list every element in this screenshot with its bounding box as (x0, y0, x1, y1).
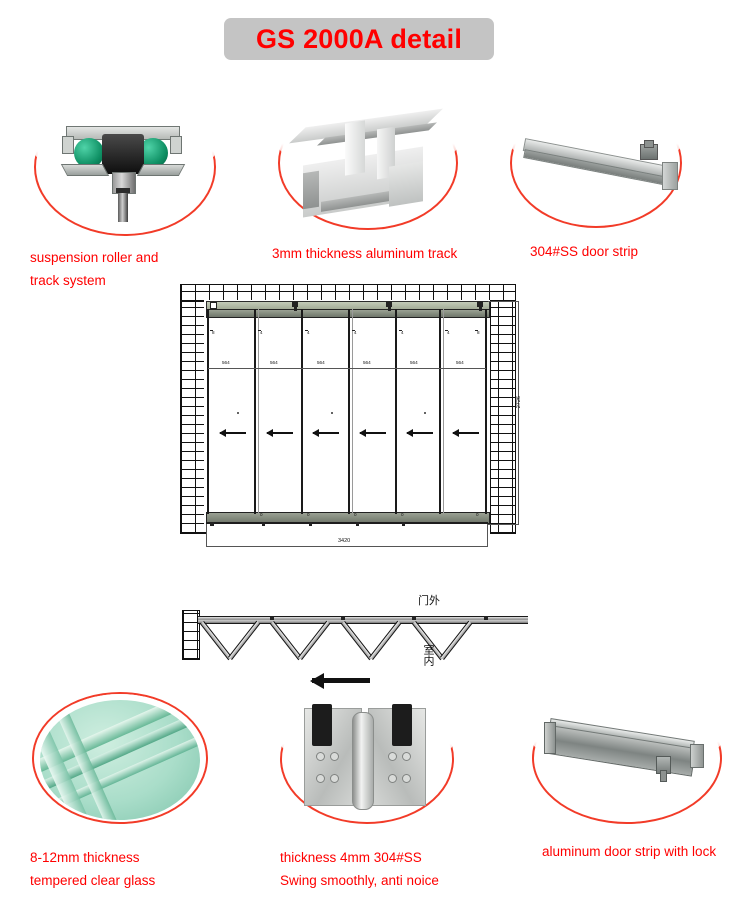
panel-top-mark: 4 (354, 330, 357, 335)
brick-wall-right (490, 284, 516, 534)
panel-dimension-line (208, 368, 486, 369)
panel-bottom-mark: 0 (476, 512, 479, 517)
door-plan-drawing: 门外 室内 (180, 592, 540, 692)
panel-bottom-mark: 0 (354, 512, 357, 517)
caption-tempered-glass: 8-12mm thickness tempered clear glass (30, 846, 155, 892)
caption-ss-hinge: thickness 4mm 304#SS Swing smoothly, ant… (280, 846, 439, 892)
overall-height-label: 2726 (516, 396, 522, 409)
roller-wheel-left (74, 138, 104, 168)
handle-mark (237, 412, 239, 414)
panel-bottom-mark: 0 (307, 512, 310, 517)
panel-top-mark: 4 (260, 330, 263, 335)
page-title-banner: GS 2000A detail (224, 18, 494, 60)
panel-top-mark: 8 (212, 330, 215, 335)
direction-arrow (359, 429, 386, 436)
caption-line-1: aluminum door strip with lock (542, 844, 717, 859)
panel-divider (301, 309, 303, 514)
caption-suspension-roller: suspension roller and track system (30, 246, 158, 292)
plan-track-rail (198, 616, 528, 624)
caption-line-2: tempered clear glass (30, 873, 156, 888)
caption-line-1: suspension roller and (30, 250, 159, 265)
stainless-hinge-photo (288, 700, 440, 818)
door-strip-lock-photo (540, 700, 716, 818)
caption-line-2: track system (30, 273, 106, 288)
caption-line-1: 8-12mm thickness (30, 850, 140, 865)
panel-bottom-mark: 0 (401, 512, 404, 517)
suspension-roller-photo (40, 106, 210, 231)
plan-leaf (298, 620, 331, 661)
panel-divider (207, 309, 209, 514)
direction-arrow (266, 429, 293, 436)
plan-leaf (369, 620, 402, 661)
panel-width-label: 564 (410, 360, 418, 365)
direction-arrow (219, 429, 246, 436)
direction-arrow (406, 429, 433, 436)
panel-width-label: 564 (222, 360, 230, 365)
brick-wall-left (180, 284, 206, 534)
caption-door-strip-lock: aluminum door strip with lock (542, 840, 716, 863)
panel-divider (395, 309, 397, 514)
caption-line-1: 3mm thickness aluminum track (272, 246, 458, 261)
caption-aluminum-track: 3mm thickness aluminum track (272, 242, 457, 265)
panel-width-label: 564 (363, 360, 371, 365)
plan-leaf (440, 620, 473, 661)
aluminum-track-photo (285, 104, 453, 228)
door-elevation-drawing: 564 564 564 564 564 564 8 4 4 4 4 4 8 0 … (180, 284, 525, 564)
plan-leaf (270, 620, 303, 661)
plan-leaf (200, 620, 233, 661)
panel-divider (485, 309, 487, 514)
panel-width-label: 564 (270, 360, 278, 365)
handle-mark (331, 412, 333, 414)
brick-lintel-top (180, 284, 516, 302)
panel-width-label: 564 (317, 360, 325, 365)
page-title: GS 2000A detail (255, 23, 463, 54)
door-strip-photo (518, 104, 696, 222)
plan-brick-wall (182, 610, 200, 660)
plan-leaf (341, 620, 374, 661)
label-inside: 室内 (422, 644, 435, 666)
plan-leaf (228, 620, 261, 661)
handle-mark (424, 412, 426, 414)
tempered-glass-photo (40, 700, 200, 820)
panel-divider (348, 309, 350, 514)
label-outside: 门外 (418, 594, 440, 607)
plan-direction-arrow (310, 672, 370, 689)
overall-width-label: 3420 (338, 538, 351, 544)
caption-line-1: thickness 4mm 304#SS (280, 850, 422, 865)
panel-top-mark: 4 (307, 330, 310, 335)
panel-divider (258, 309, 259, 514)
panel-top-mark: 4 (401, 330, 404, 335)
panel-divider (254, 309, 256, 514)
panel-divider (439, 309, 441, 514)
direction-arrow (452, 429, 479, 436)
panel-width-label: 564 (456, 360, 464, 365)
panel-divider (352, 309, 353, 514)
panel-top-mark: 4 (447, 330, 450, 335)
caption-ss-door-strip: 304#SS door strip (530, 240, 638, 263)
panel-divider (443, 309, 444, 514)
direction-arrow (312, 429, 339, 436)
caption-line-2: Swing smoothly, anti noice (280, 873, 439, 888)
panel-top-mark: 8 (477, 330, 480, 335)
hinge-pin (352, 712, 374, 810)
door-opening (204, 300, 490, 532)
caption-line-1: 304#SS door strip (530, 244, 639, 259)
overall-width-dim-line (206, 546, 488, 547)
overall-height-dim-line (518, 301, 519, 525)
panel-bottom-mark: 0 (260, 512, 263, 517)
